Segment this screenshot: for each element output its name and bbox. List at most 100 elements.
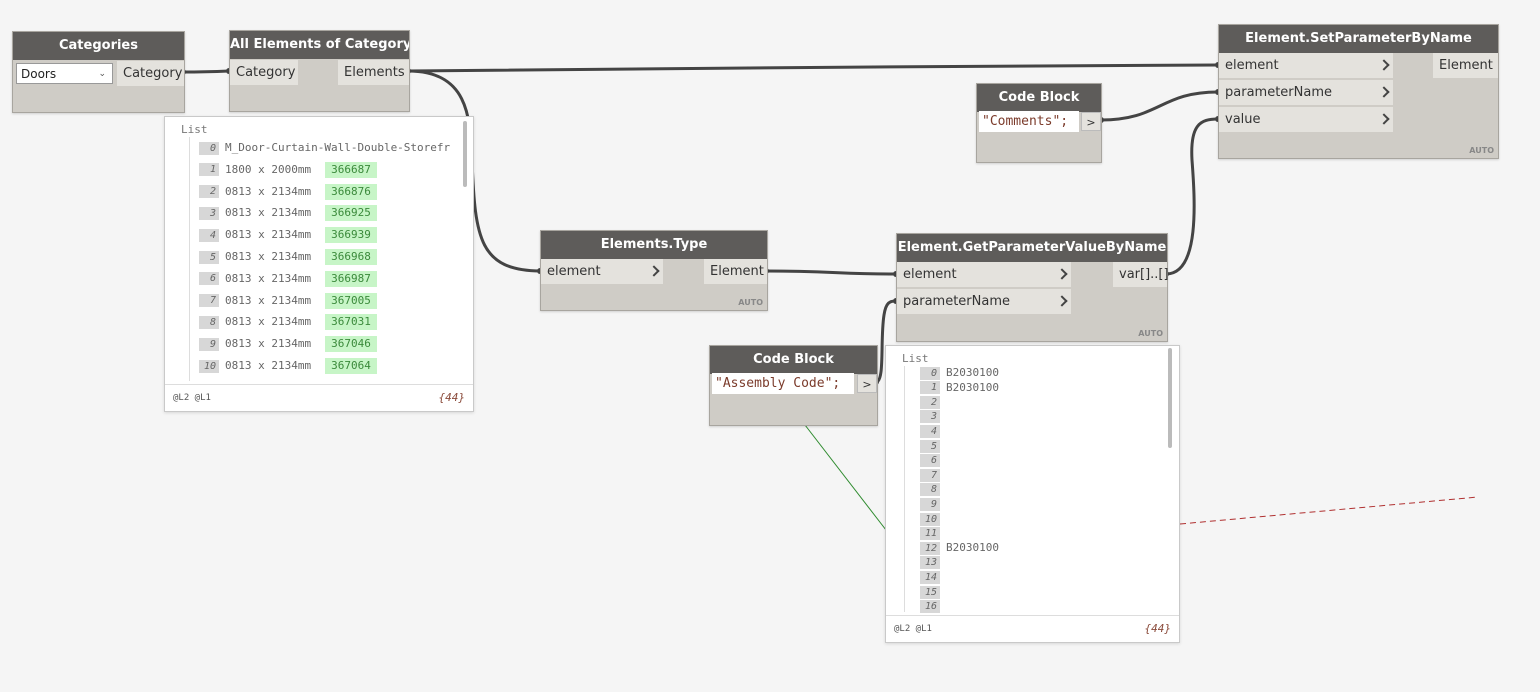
list-item: 13 — [920, 556, 946, 570]
list-item: 1 1800 x 2000mm 366687 — [199, 161, 377, 179]
parameter-value: B2030100 — [946, 380, 999, 394]
list-item: 5 — [920, 439, 946, 453]
input-port-element[interactable]: element — [541, 259, 663, 284]
list-rail — [904, 366, 905, 612]
input-port-category[interactable]: Category — [230, 60, 298, 85]
element-type-name: M_Door-Curtain-Wall-Double-Storefr — [225, 141, 451, 154]
element-id[interactable]: 366687 — [325, 161, 377, 178]
element-type-name: 0813 x 2134mm — [225, 359, 312, 372]
output-port-var[interactable]: var[]..[] — [1113, 262, 1169, 287]
lacing-label: AUTO — [738, 298, 763, 307]
list-item: 7 0813 x 2134mm 367005 — [199, 292, 377, 310]
list-index: 15 — [920, 585, 940, 599]
output-port-category[interactable]: Category — [117, 61, 184, 86]
dropdown-value: Doors — [21, 67, 57, 81]
parameter-value: B2030100 — [946, 366, 999, 379]
all-elements-node[interactable]: All Elements of Category Category Elemen… — [229, 30, 410, 112]
item-count: {44} — [438, 391, 466, 404]
output-port-element[interactable]: Element — [1433, 53, 1498, 78]
parameter-value: B2030100 — [946, 541, 999, 555]
item-count: {44} — [1144, 622, 1172, 635]
list-index: 6 — [920, 454, 940, 468]
element-id[interactable]: 367005 — [325, 292, 377, 309]
list-item: 7 — [920, 468, 946, 482]
chevron-right-icon — [1379, 107, 1389, 132]
list-rail — [189, 137, 190, 381]
element-type-name: 1800 x 2000mm — [225, 162, 312, 176]
input-port-element[interactable]: element — [897, 262, 1071, 287]
node-title: Elements.Type — [541, 231, 767, 259]
list-index: 1 — [199, 163, 219, 177]
list-item: 4 — [920, 424, 946, 438]
scrollbar[interactable] — [1168, 348, 1172, 448]
output-port-element[interactable]: Element — [704, 259, 767, 284]
list-index: 16 — [920, 600, 940, 614]
input-port-value[interactable]: value — [1219, 107, 1393, 132]
input-port-parametername[interactable]: parameterName — [1219, 80, 1393, 105]
node-title: Element.SetParameterByName — [1219, 25, 1498, 53]
wire-categories-to-all-elements — [182, 69, 230, 74]
node-title: Code Block — [977, 84, 1101, 112]
categories-node[interactable]: Categories Doors ⌄ Category — [12, 31, 185, 113]
output-port[interactable]: > — [1081, 112, 1101, 131]
get-parameter-node[interactable]: Element.GetParameterValueByName element … — [896, 233, 1169, 342]
list-levels: @L2 @L1 — [173, 393, 211, 403]
element-id[interactable]: 367046 — [325, 336, 377, 353]
list-index: 5 — [199, 250, 219, 264]
input-port-element[interactable]: element — [1219, 53, 1393, 78]
list-index: 10 — [199, 359, 219, 373]
chevron-right-icon — [1379, 53, 1389, 78]
chevron-right-icon — [649, 259, 659, 284]
list-index: 2 — [920, 395, 940, 409]
category-dropdown[interactable]: Doors ⌄ — [16, 63, 113, 84]
element-id[interactable]: 366968 — [325, 249, 377, 265]
set-parameter-node[interactable]: Element.SetParameterByName element param… — [1218, 24, 1499, 159]
list-index: 0 — [199, 141, 219, 155]
element-id[interactable]: 366987 — [325, 270, 377, 287]
pending-wire — [1179, 496, 1479, 525]
lacing-label: AUTO — [1138, 329, 1163, 338]
list-item: 10 0813 x 2134mm 367064 — [199, 357, 377, 375]
code-block-assembly-code[interactable]: Code Block "Assembly Code"; > — [709, 345, 878, 426]
element-type-name: 0813 x 2134mm — [225, 250, 312, 263]
list-index: 4 — [199, 228, 219, 242]
scrollbar[interactable] — [463, 121, 467, 187]
list-index: 13 — [920, 556, 940, 570]
output-port-elements[interactable]: Elements — [338, 60, 409, 85]
elements-type-node[interactable]: Elements.Type element Element AUTO — [540, 230, 768, 311]
chevron-down-icon: ⌄ — [98, 69, 106, 79]
list-item: 14 — [920, 570, 946, 584]
list-index: 8 — [199, 315, 219, 329]
output-port[interactable]: > — [857, 374, 877, 393]
list-item: 2 — [920, 395, 946, 409]
element-id[interactable]: 367031 — [325, 314, 377, 331]
list-item: 6 — [920, 454, 946, 468]
list-item: 8 — [920, 483, 946, 497]
element-id[interactable]: 366939 — [325, 227, 377, 244]
element-type-name: 0813 x 2134mm — [225, 315, 312, 329]
list-index: 5 — [920, 439, 940, 453]
code-block-comments[interactable]: Code Block "Comments"; > — [976, 83, 1102, 163]
list-index: 3 — [920, 410, 940, 424]
element-id[interactable]: 366925 — [325, 205, 377, 222]
chevron-right-icon — [1057, 262, 1067, 287]
element-type-name: 0813 x 2134mm — [225, 271, 312, 285]
code-input[interactable]: "Comments"; — [979, 111, 1079, 132]
wire-get-value-to-set-value — [1165, 117, 1219, 276]
code-input[interactable]: "Assembly Code"; — [712, 373, 854, 394]
chevron-right-icon — [1379, 80, 1389, 105]
list-index: 7 — [199, 294, 219, 308]
list-item: 10 — [920, 512, 946, 526]
node-title: Code Block — [710, 346, 877, 374]
preview-footer: @L2 @L1 {44} — [165, 384, 473, 411]
element-id[interactable]: 367064 — [325, 358, 377, 374]
lacing-label: AUTO — [1469, 146, 1494, 155]
element-type-name: 0813 x 2134mm — [225, 293, 312, 307]
element-id[interactable]: 366876 — [325, 183, 377, 200]
input-port-parametername[interactable]: parameterName — [897, 289, 1071, 314]
node-title: Categories — [13, 32, 184, 60]
